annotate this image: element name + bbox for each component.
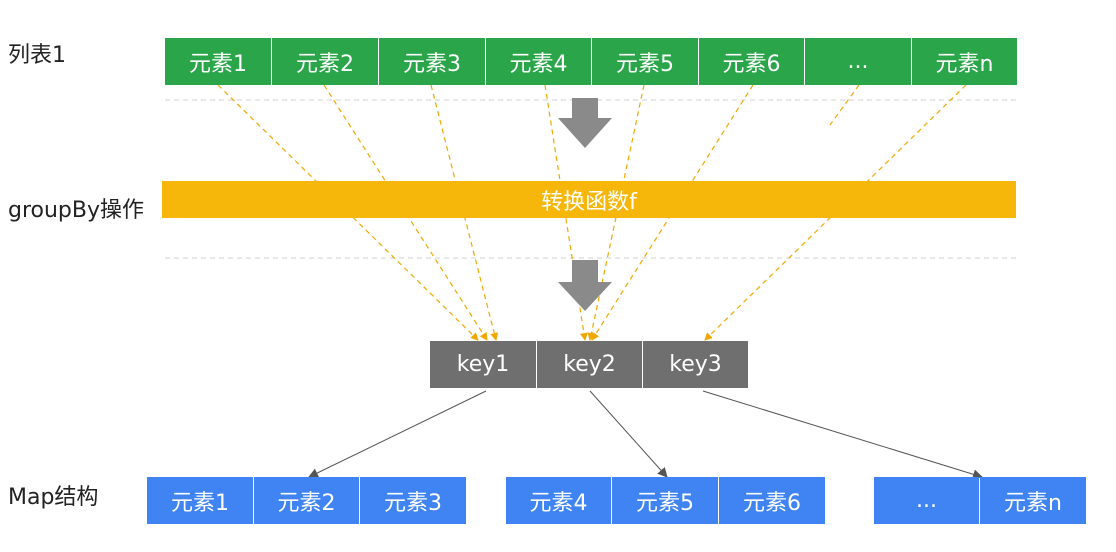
map-group2-item-3: 元素6	[719, 477, 825, 524]
key-cell-2: key2	[537, 341, 642, 388]
map-group1-item-2: 元素2	[254, 477, 359, 524]
transform-function-bar: 转换函数f	[162, 181, 1016, 218]
list-item-6: 元素6	[698, 38, 804, 85]
dashed-arrow-ellipsis	[829, 84, 860, 126]
map-group1-item-3: 元素3	[360, 477, 466, 524]
list-item-5: 元素5	[591, 38, 698, 85]
list-label: 列表1	[8, 43, 66, 68]
map-group2-item-2: 元素5	[612, 477, 718, 524]
transform-function-label: 转换函数f	[541, 189, 637, 215]
map-group1-item-1: 元素1	[147, 477, 253, 524]
key-cell-1: key1	[430, 341, 536, 388]
list-item-ellipsis: ...	[804, 38, 911, 85]
solid-arrow-key3	[702, 390, 983, 480]
solid-arrow-key1	[308, 390, 487, 478]
down-arrow-icon-top	[558, 98, 612, 148]
list-item-2: 元素2	[271, 38, 378, 85]
map-group2-item-1: 元素4	[506, 477, 611, 524]
list-item-3: 元素3	[378, 38, 485, 85]
down-arrow-icon-bottom	[558, 260, 612, 311]
map-structure-label: Map结构	[8, 485, 99, 510]
list-item-n: 元素n	[911, 38, 1017, 85]
solid-arrow-key2	[589, 390, 668, 478]
list-item-1: 元素1	[165, 38, 271, 85]
map-group3-item-n: 元素n	[980, 477, 1086, 524]
dashed-arrow-2	[323, 84, 488, 341]
dashed-arrow-3	[430, 84, 499, 341]
list-item-4: 元素4	[485, 38, 591, 85]
map-group3-item-ellipsis: ...	[874, 477, 979, 524]
key-cell-3: key3	[643, 341, 748, 388]
groupby-operation-label: groupBy操作	[8, 198, 145, 223]
